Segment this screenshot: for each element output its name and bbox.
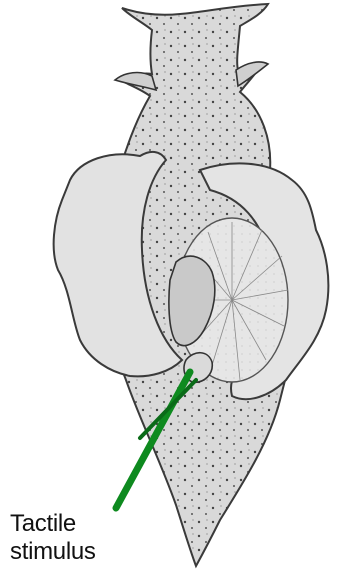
right-tentacle: [236, 62, 268, 86]
tactile-label-line1: Tactile: [10, 511, 76, 537]
tactile-label-line2: stimulus: [10, 539, 96, 565]
